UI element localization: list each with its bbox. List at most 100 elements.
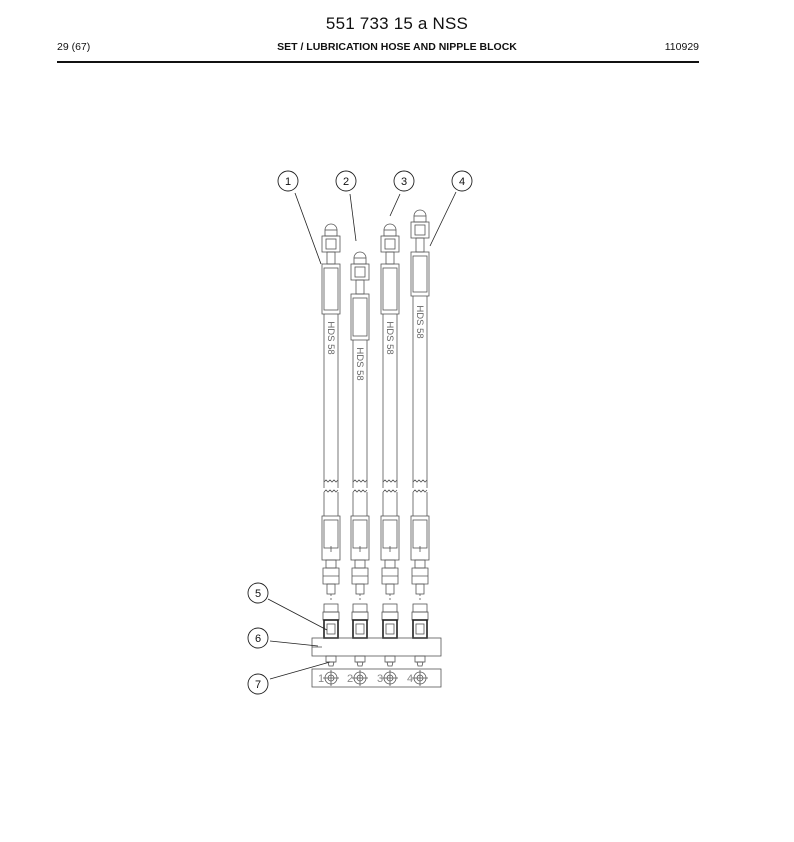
adapter-top	[323, 603, 339, 613]
lower-nipple-hex	[414, 655, 426, 663]
swivel-neck	[325, 559, 337, 569]
swivel-nut	[351, 567, 369, 585]
nipple-hex	[321, 235, 341, 253]
lower-fitting	[350, 515, 370, 561]
lower-nipple-tip	[416, 661, 424, 667]
balloon-circle	[277, 170, 299, 192]
upper-fitting-inner	[412, 255, 428, 293]
lower-fitting-inner	[323, 519, 339, 549]
swivel-nut	[411, 567, 429, 585]
break-mark-top	[323, 479, 339, 483]
balloon-1: 1	[277, 170, 299, 192]
leader-line-2	[349, 193, 357, 242]
upper-fitting	[380, 263, 400, 315]
balloon-circle	[335, 170, 357, 192]
lower-nipple-hex	[384, 655, 396, 663]
lower-fitting	[410, 515, 430, 561]
nipple-head	[413, 209, 427, 217]
connector-neck	[415, 583, 425, 595]
adapter-hex	[381, 611, 399, 621]
balloon-7: 7	[247, 673, 269, 695]
connector-neck	[385, 583, 395, 595]
leader-line-4	[429, 191, 457, 247]
lower-nipple-1	[325, 655, 337, 667]
nipple-neck	[355, 279, 365, 295]
adapter-top	[382, 603, 398, 613]
nipple-hex-face	[414, 224, 426, 236]
adapter-hex	[411, 611, 429, 621]
nipple-hex	[410, 221, 430, 239]
swivel-neck	[354, 559, 366, 569]
lower-nipple-2	[354, 655, 366, 667]
hose-assembly-4: HDS 58	[410, 209, 430, 639]
upper-fitting-inner	[352, 297, 368, 337]
lower-nipple-hex	[325, 655, 337, 663]
lower-fitting	[321, 515, 341, 561]
balloon-3: 3	[393, 170, 415, 192]
nipple-neck	[326, 251, 336, 265]
leader-line-1	[294, 192, 322, 265]
hose-assembly-2: HDS 58	[350, 251, 370, 639]
nipple-neck	[415, 237, 425, 253]
balloon-circle	[451, 170, 473, 192]
port-3: 3	[377, 670, 398, 686]
port-4: 4	[407, 670, 428, 686]
lower-nipple-tip	[327, 661, 335, 667]
page-count: 29 (67)	[57, 41, 91, 53]
nipple-neck	[385, 251, 395, 265]
port-number: 4	[407, 673, 413, 685]
nipple-collar	[324, 229, 338, 237]
adapter-hex	[351, 611, 369, 621]
upper-fitting-inner	[382, 267, 398, 311]
nipple-hex-face	[354, 266, 366, 278]
lower-nipple-tip	[356, 661, 364, 667]
lower-fitting-inner	[382, 519, 398, 549]
nipple-head	[324, 223, 338, 231]
header-rule	[57, 61, 699, 63]
leader-line-5	[267, 598, 328, 631]
balloon-number: 5	[255, 588, 261, 600]
nipple-head	[383, 223, 397, 231]
adapter-seal	[323, 619, 339, 639]
hose-marking: HDS 58	[384, 321, 395, 354]
swivel-nut	[381, 567, 399, 585]
swivel-nut	[322, 567, 340, 585]
leader-line-7	[269, 661, 331, 680]
balloon-number: 7	[255, 679, 261, 691]
adapter-bore	[355, 623, 365, 635]
nipple-head	[353, 251, 367, 259]
adapter-top	[412, 603, 428, 613]
break-mark-top	[412, 479, 428, 483]
balloon-6: 6	[247, 627, 269, 649]
port-2: 2	[347, 670, 368, 686]
port-1: 1	[318, 670, 339, 686]
adapter-seal	[382, 619, 398, 639]
document-title: SET / LUBRICATION HOSE AND NIPPLE BLOCK	[277, 41, 517, 53]
hose-assembly-3: HDS 58	[380, 223, 400, 639]
port-face	[311, 668, 442, 688]
break-mark-bottom	[352, 489, 368, 493]
balloon-number: 6	[255, 633, 261, 645]
adapter-bore	[326, 623, 336, 635]
balloon-5: 5	[247, 582, 269, 604]
hose-marking: HDS 58	[414, 305, 425, 338]
connector-neck	[355, 583, 365, 595]
port-number: 3	[377, 673, 383, 685]
document-number: 551 733 15 a NSS	[325, 14, 469, 33]
document-date: 110929	[664, 41, 699, 53]
break-mark-bottom	[382, 489, 398, 493]
adapter-seal	[352, 619, 368, 639]
nipple-collar	[383, 229, 397, 237]
adapter-bore	[385, 623, 395, 635]
balloon-number: 4	[459, 176, 465, 188]
hose-marking: HDS 58	[325, 321, 336, 354]
balloon-number: 3	[401, 176, 407, 188]
adapter-hex	[322, 611, 340, 621]
nipple-hex	[350, 263, 370, 281]
balloon-circle	[247, 673, 269, 695]
nipple-block	[311, 637, 442, 657]
break-mark-top	[352, 479, 368, 483]
break-mark-bottom	[323, 489, 339, 493]
nipple-hex-face	[384, 238, 396, 250]
adapter-seal	[412, 619, 428, 639]
